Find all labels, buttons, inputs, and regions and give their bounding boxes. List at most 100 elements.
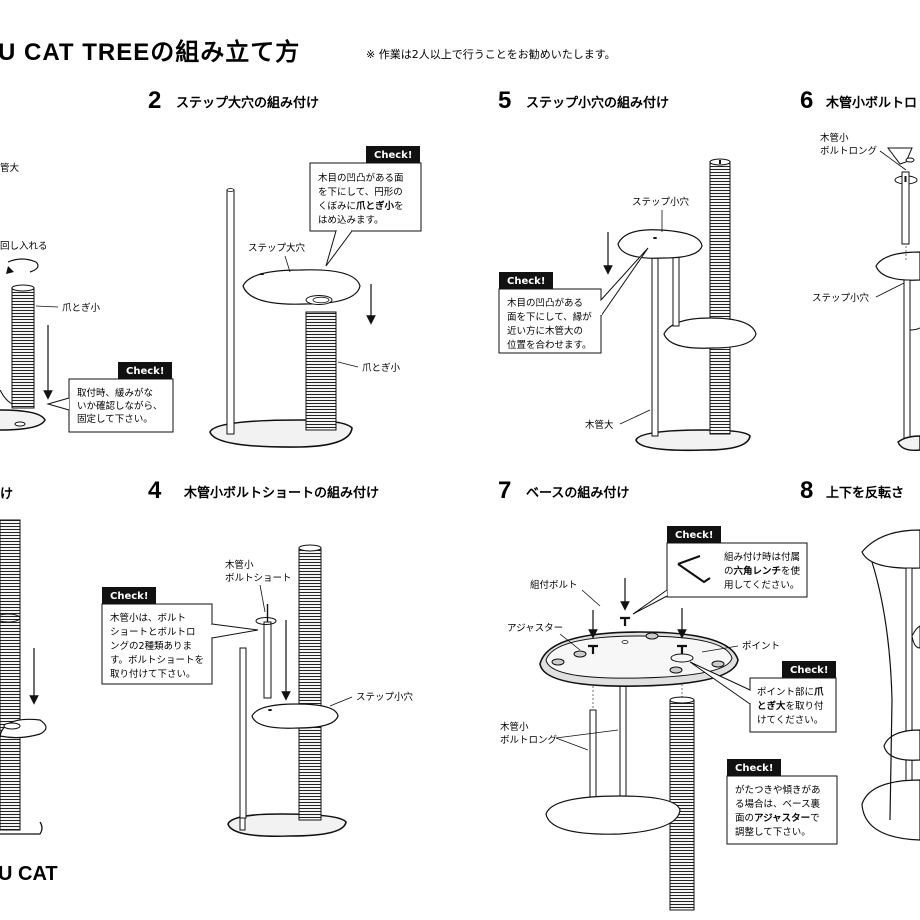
step-title: 木管小ボルトショートの組み付け [183,485,379,501]
step-lower [545,795,681,835]
footer-brand: U CAT [0,863,58,885]
page-note: ※ 作業は2人以上で行うことをお勧めいたします。 [366,47,616,61]
base-plate [0,409,46,431]
step-4: 4 木管小ボルトショートの組み付け 木管小 ボルトショート ステップ小穴 Che… [101,477,414,838]
label-bolt-short: ボルトショート [225,573,292,584]
label-rotate-in: 回し入れる [0,241,48,252]
svg-text:面を下にして、縁が: 面を下にして、縁が [507,311,592,323]
callout-box [101,603,213,685]
step-title: け [0,487,13,502]
callout-box [68,378,174,433]
svg-text:Check!: Check! [675,530,713,541]
check-callout-s5: Check! 木目の凹凸がある 面を下にして、縁が 近い方に木管大の 位置を合わ… [498,247,649,354]
svg-text:木管小は、ボルト: 木管小は、ボルト [110,612,186,624]
check-callout-s7-adjuster: Check! がたつきや傾きがあ る場合は、ベース裏 面のアジャスターで 調整し… [726,759,838,845]
svg-text:Check!: Check! [790,665,828,676]
svg-text:Check!: Check! [110,591,148,602]
label-wood-pipe-large: 管大 [0,162,20,174]
label-assembly-bolt: 組付ボルト [530,579,578,591]
svg-text:取付時、緩みがな: 取付時、緩みがな [77,387,153,399]
svg-text:取り付けて下さい。: 取り付けて下さい。 [110,669,196,680]
callout-box [726,775,838,845]
svg-text:Check!: Check! [507,276,545,287]
svg-text:いか確認しながら、: いか確認しながら、 [77,400,163,412]
label-scratch-small: 爪とぎ小 [62,302,101,314]
wood-pipe-small [672,255,680,327]
label-step-small-hole: ステップ小穴 [632,196,690,208]
label-step-large-hole: ステップ大穴 [248,242,306,254]
adjuster [573,650,587,658]
svg-text:ポイント部に爪: ポイント部に爪 [757,686,824,698]
svg-text:位置を合わせます。: 位置を合わせます。 [507,339,592,351]
svg-text:Check!: Check! [735,763,773,774]
check-badge [782,661,836,678]
label-bolt-long: ボルトロング [820,145,878,157]
svg-text:くぼみに爪とぎ小を: くぼみに爪とぎ小を [318,200,404,212]
scratch-post-large [0,519,21,831]
check-callout-s4: Check! 木管小は、ボルト ショートとボルトロ ングの2種類ありま す。ボル… [101,587,259,685]
bolt-icon [677,644,687,654]
step-title: ベースの組み付け [526,485,629,501]
rotate-arrow-icon [7,258,39,273]
check-badge [118,362,172,379]
adjuster [551,658,565,666]
step-title: ステップ小穴の組み付け [526,95,669,111]
step-6: 6 木管小ボルトロ 木管小 ボルトロング ステップ小穴 [800,87,920,452]
check-badge [366,146,420,163]
step-title: 木管小ボルトロ [825,95,917,111]
step-mid [883,729,920,761]
step-lower [663,317,757,349]
step-number: 6 [800,87,813,114]
step-number: 2 [148,87,161,114]
svg-text:る場合は、ベース裏: る場合は、ベース裏 [735,798,821,810]
check-callout-s7-wrench: Check! 組み付け時は付属 の六角レンチを使 用してください。 [632,526,808,615]
svg-text:近い方に木管大の: 近い方に木管大の [507,325,583,337]
label-step-small-hole: ステップ小穴 [356,691,414,703]
step-number: 5 [498,87,511,114]
base-hole [14,421,26,427]
step-number: 8 [800,477,813,504]
bolt-icon [620,616,630,626]
wood-pipe-large [619,679,627,801]
step-small-hole [617,229,703,259]
adjuster [711,660,725,668]
step-5: 5 ステップ小穴の組み付け ステップ小穴 木管大 Check! 木目の凹凸がある… [498,87,757,452]
wood-pipe-small [901,171,910,245]
svg-text:とぎ大を取り付: とぎ大を取り付 [757,700,824,712]
svg-text:がたつきや傾きがあ: がたつきや傾きがあ [735,784,821,796]
svg-text:はめ込みます。: はめ込みます。 [318,215,384,226]
step-number: 4 [148,477,162,504]
hex-wrench-icon [677,563,711,584]
svg-text:用してください。: 用してください。 [724,580,799,591]
step-small-hole [875,251,920,281]
svg-text:面のアジャスターで: 面のアジャスターで [735,812,820,824]
step-title: ステップ大穴の組み付け [176,95,319,111]
check-callout-s7-point: Check! ポイント部に爪 とぎ大を取り付 けてください。 [689,661,837,733]
step-number: 7 [498,477,511,504]
adjuster [669,666,683,674]
svg-text:ショートとボルトロ: ショートとボルトロ [110,627,196,638]
label-bolt-long: ボルトロング [500,734,558,746]
bolt-icon [588,644,598,654]
label-wood-pipe-small: 木管小 [820,132,849,144]
step-8: 8 上下を反転さ [800,477,920,841]
scratch-post-large [709,161,731,435]
label-wood-pipe-large: 木管大 [585,419,614,431]
label-step-small-hole: ステップ小穴 [812,292,870,304]
step-2: 2 ステップ大穴の組み付け ステップ大穴 爪とぎ小 Check! 木目の凹凸があ… [148,87,422,448]
rotate-arrowhead-icon [6,266,14,274]
step-1: 管大 回し入れる 爪とぎ小 Check! 取付時、緩みがな いか確認しながら、 … [0,162,174,433]
svg-text:木目の凹凸がある: 木目の凹凸がある [507,297,583,309]
step-7: 7 ベースの組み付け 組付ボルト アジャスター ポイント [498,477,838,911]
svg-text:の六角レンチを使: の六角レンチを使 [724,565,801,577]
step-bottom [861,779,920,841]
callout-box [309,162,422,232]
callout-box [749,677,837,733]
check-badge [727,759,781,776]
scratch-post-top [11,284,35,292]
svg-text:を下にして、円形の: を下にして、円形の [318,186,403,198]
svg-text:けてください。: けてください。 [757,715,823,726]
svg-text:Check!: Check! [126,366,164,377]
svg-text:木目の凹凸がある面: 木目の凹凸がある面 [318,172,404,184]
